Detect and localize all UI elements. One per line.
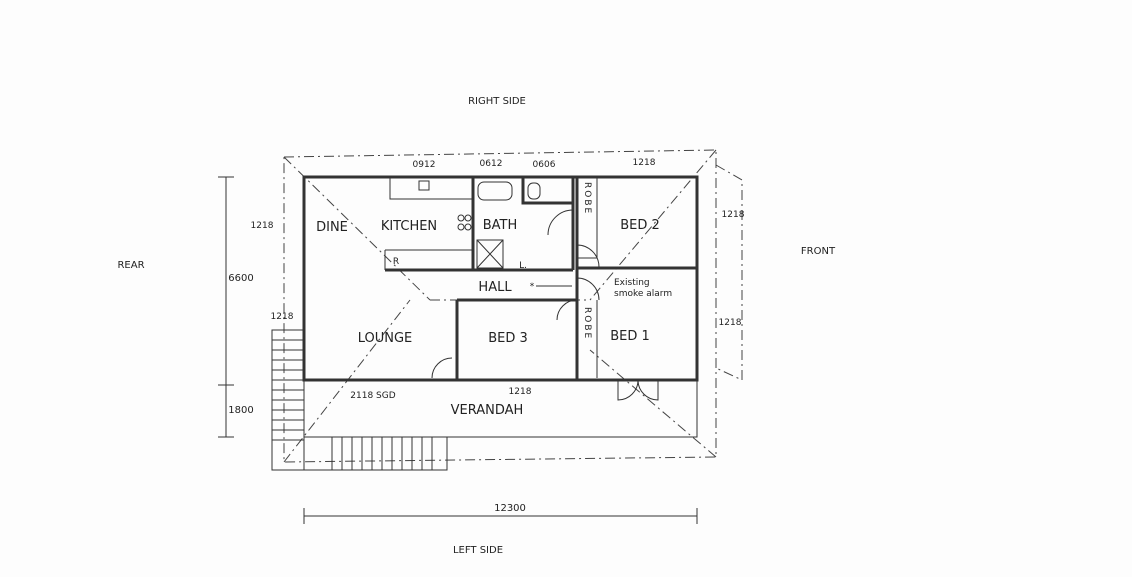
- smoke-alarm-symbol: *: [530, 282, 535, 292]
- label-front: FRONT: [801, 246, 836, 257]
- dimension-lines: [218, 176, 698, 524]
- dim-house-depth: 6600: [228, 273, 253, 284]
- robe-lower: ROBE: [582, 307, 592, 340]
- room-dine: DINE: [316, 220, 348, 235]
- verandah-deck: [271, 329, 698, 471]
- dim-bed3-window: 1218: [509, 387, 532, 397]
- room-kitchen: KITCHEN: [381, 219, 437, 234]
- label-right-side: RIGHT SIDE: [468, 96, 526, 107]
- dim-bed1-front-window: 1218: [719, 318, 742, 328]
- room-bed-1: BED 1: [610, 329, 650, 344]
- room-hall: HALL: [478, 280, 512, 295]
- dim-kitchen-window: 0912: [413, 160, 436, 170]
- robe-upper: ROBE: [582, 182, 592, 215]
- dim-bath-window: 0612: [480, 159, 503, 169]
- dim-bed2-window: 1218: [633, 158, 656, 168]
- label-rear: REAR: [117, 260, 144, 271]
- interior-walls: [384, 177, 697, 401]
- dim-lounge-door: 2118 SGD: [350, 391, 395, 401]
- room-verandah: VERANDAH: [451, 403, 524, 418]
- room-lounge: LOUNGE: [358, 331, 413, 346]
- label-left-side: LEFT SIDE: [453, 545, 503, 556]
- dim-dine-window: 1218: [251, 221, 274, 231]
- smoke-alarm-note-1: Existing: [614, 278, 650, 288]
- dim-total-width: 12300: [494, 503, 526, 514]
- smoke-alarm-note-2: smoke alarm: [614, 289, 672, 299]
- room-bed-2: BED 2: [620, 218, 660, 233]
- dim-verandah-depth: 1800: [228, 405, 253, 416]
- dim-lounge-window: 1218: [271, 312, 294, 322]
- fridge-label: R: [393, 257, 399, 267]
- dim-bed2-front-window: 1218: [722, 210, 745, 220]
- room-bed-3: BED 3: [488, 331, 528, 346]
- dim-wc-window: 0606: [533, 160, 556, 170]
- room-bath: BATH: [483, 218, 518, 233]
- laundry-label: L.: [519, 261, 527, 271]
